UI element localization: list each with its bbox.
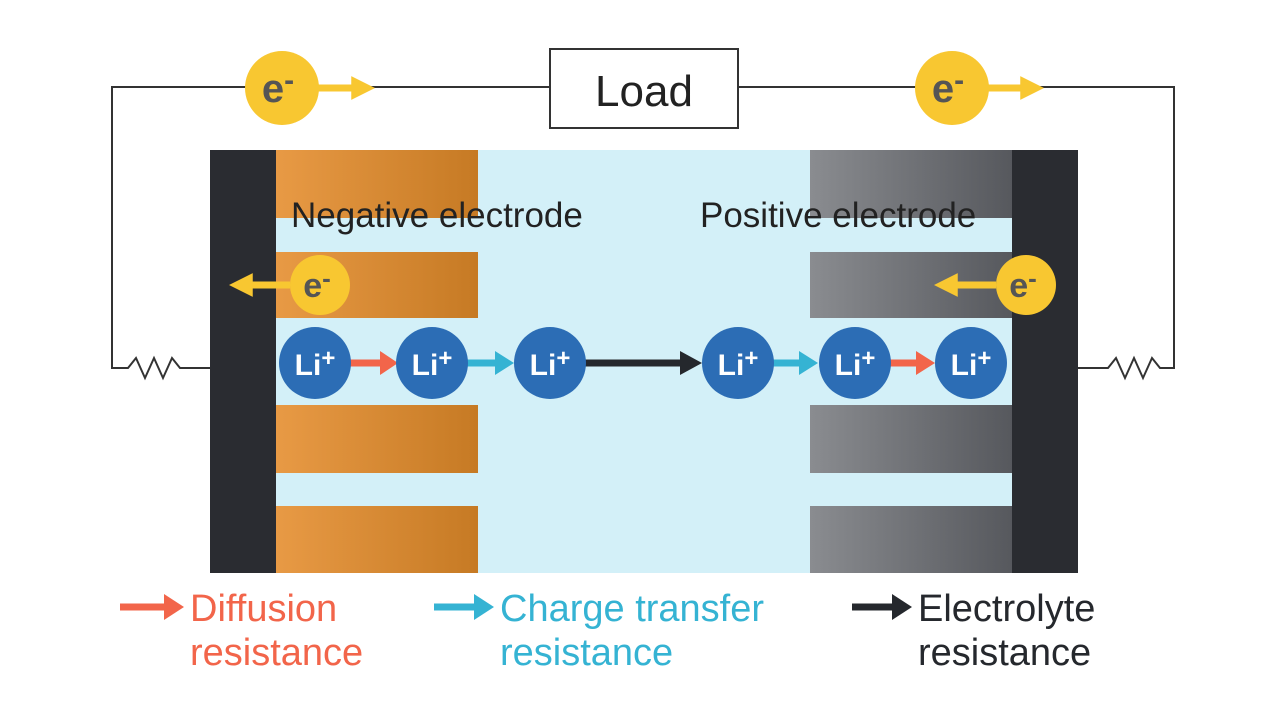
legend-arrow-electrolyte	[892, 594, 912, 620]
lithium-ion-1: Li+	[279, 327, 351, 399]
legend-item-electrolyte: Electrolyte resistance	[852, 588, 1095, 674]
electron-top-left: e-	[245, 51, 376, 125]
ion-charge: +	[744, 345, 758, 372]
svg-text:Li+: Li+	[530, 345, 571, 382]
positive-current-collector	[1012, 150, 1078, 573]
electron-top-right: e-	[915, 51, 1045, 125]
legend-charge-transfer-line1: Charge transfer	[500, 588, 764, 630]
svg-text:e-: e-	[262, 64, 294, 111]
electron-charge: -	[322, 263, 331, 293]
electron-symbol: e	[303, 267, 322, 305]
ion-symbol: Li	[530, 349, 557, 382]
ion-symbol: Li	[951, 349, 978, 382]
legend-item-diffusion: Diffusion resistance	[120, 588, 363, 674]
ion-symbol: Li	[295, 349, 322, 382]
ion-charge: +	[977, 345, 991, 372]
electron-symbol: e	[932, 67, 954, 111]
ion-symbol: Li	[718, 349, 745, 382]
load-box	[549, 48, 739, 129]
negative-electrode-label: Negative electrode	[291, 196, 583, 235]
lithium-ion-4: Li+	[702, 327, 774, 399]
svg-text:Li+: Li+	[295, 345, 336, 382]
legend-charge-transfer-line2: resistance	[500, 632, 673, 674]
ion-charge: +	[438, 345, 452, 372]
lithium-ion-6: Li+	[935, 327, 1007, 399]
positive-electrode-label: Positive electrode	[700, 196, 976, 235]
legend-diffusion-line1: Diffusion	[190, 588, 337, 630]
ion-symbol: Li	[412, 349, 439, 382]
ion-path-arrows	[350, 351, 935, 375]
lithium-ion-2: Li+	[396, 327, 468, 399]
legend-item-charge-transfer: Charge transfer resistance	[434, 588, 764, 674]
electron-charge: -	[1028, 263, 1037, 293]
legend-electrolyte-line2: resistance	[918, 632, 1091, 674]
positive-active-material	[810, 150, 1013, 573]
svg-text:e-: e-	[932, 64, 964, 111]
lithium-ion-5: Li+	[819, 327, 891, 399]
ion-charge: +	[556, 345, 570, 372]
svg-text:Li+: Li+	[835, 345, 876, 382]
svg-text:Li+: Li+	[951, 345, 992, 382]
legend-arrow-diffusion	[164, 594, 184, 620]
svg-text:Li+: Li+	[718, 345, 759, 382]
ion-symbol: Li	[835, 349, 862, 382]
negative-current-collector	[210, 150, 276, 573]
svg-text:e-: e-	[303, 263, 331, 305]
ion-charge: +	[321, 345, 335, 372]
electron-symbol: e	[1009, 267, 1028, 305]
ion-charge: +	[861, 345, 875, 372]
load-label: Load	[595, 67, 693, 116]
legend: Diffusion resistance Charge transfer res…	[120, 588, 1095, 674]
svg-text:e-: e-	[1009, 263, 1037, 305]
circuit-wire	[111, 86, 1175, 381]
electron-charge: -	[954, 64, 964, 97]
legend-electrolyte-line1: Electrolyte	[918, 588, 1095, 630]
legend-arrow-charge-transfer	[474, 594, 494, 620]
electron-symbol: e	[262, 67, 284, 111]
legend-diffusion-line2: resistance	[190, 632, 363, 674]
lithium-ion-3: Li+	[514, 327, 586, 399]
electron-negative-electrode: e-	[228, 255, 350, 315]
svg-text:Li+: Li+	[412, 345, 453, 382]
electron-positive-electrode: e-	[933, 255, 1056, 315]
electron-charge: -	[284, 64, 294, 97]
